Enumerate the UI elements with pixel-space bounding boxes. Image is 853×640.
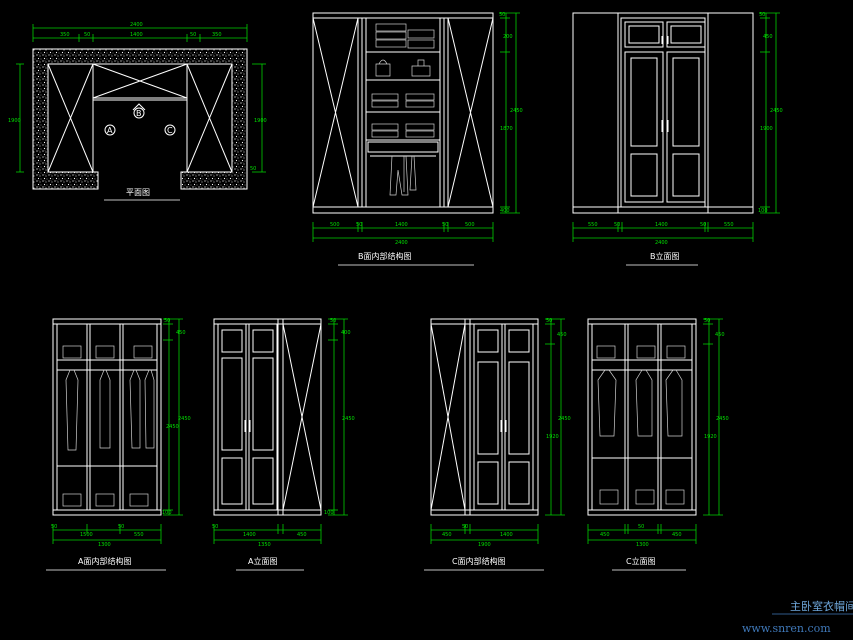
c-section-dim-3: 1400 xyxy=(500,532,513,538)
b-section-dim-total: 2400 xyxy=(395,240,408,246)
c-section-dim-total: 1900 xyxy=(478,542,491,548)
b-elev-dim-3: 1400 xyxy=(655,222,668,228)
c-elev-dim-total: 1300 xyxy=(636,542,649,548)
b-elevation-view: 550 50 1400 50 550 2400 50 450 2450 1900… xyxy=(572,12,783,266)
a-section-dim-1: 50 xyxy=(51,524,57,530)
plan-dim-right: 1900 xyxy=(254,118,267,124)
a-section-view: 50 1500 50 550 1300 50 450 2450 2450 100… xyxy=(46,318,191,571)
c-section-dim-2: 50 xyxy=(462,524,468,530)
b-elev-dim-4: 50 xyxy=(700,222,706,228)
a-elevation-view: 50 1400 450 1350 50 400 2450 100 A立面图 xyxy=(212,318,355,571)
c-elev-dim-r1: 50 xyxy=(704,318,710,324)
watermark: 主卧室衣帽间 www.snren.com xyxy=(742,599,853,635)
a-section-dim-r4: 2450 xyxy=(166,424,179,430)
b-elevation-title: B立面图 xyxy=(650,251,680,261)
a-elev-dim-2: 1400 xyxy=(243,532,256,538)
b-section-dim-5: 500 xyxy=(465,222,475,228)
b-elev-dim-5: 550 xyxy=(724,222,734,228)
c-section-dim-r2: 450 xyxy=(557,332,567,338)
plan-wall xyxy=(32,48,248,190)
a-elev-dim-r2: 400 xyxy=(341,330,351,336)
b-elev-dim-r2: 450 xyxy=(763,34,773,40)
c-elevation-title: C立面图 xyxy=(626,556,656,566)
watermark-site: www.snren.com xyxy=(742,622,831,635)
a-section-dim-r5: 100 xyxy=(162,510,172,516)
b-elev-dim-r5: 100 xyxy=(758,208,768,214)
b-section-dim-r4: 1870 xyxy=(500,126,513,132)
a-section-dim-2: 1500 xyxy=(80,532,93,538)
c-elev-dim-r2: 450 xyxy=(715,332,725,338)
b-elev-dim-total: 2400 xyxy=(655,240,668,246)
b-elev-dim-1: 550 xyxy=(588,222,598,228)
c-elev-dim-3: 450 xyxy=(672,532,682,538)
watermark-caption: 主卧室衣帽间 xyxy=(790,599,853,613)
b-elev-dim-r4: 1900 xyxy=(760,126,773,132)
a-elev-dim-r1: 50 xyxy=(330,318,336,324)
plan-view: A B C 2400 350 50 1400 50 350 1900 1900 … xyxy=(8,22,267,201)
a-elev-dim-total: 1350 xyxy=(258,542,271,548)
marker-a: A xyxy=(107,126,113,135)
b-section-title: B面内部结构图 xyxy=(358,251,412,261)
c-elev-dim-r3: 2450 xyxy=(716,416,729,422)
plan-dim-3: 1400 xyxy=(130,32,143,38)
c-section-dim-1: 450 xyxy=(442,532,452,538)
c-section-dim-r1: 50 xyxy=(546,318,552,324)
a-section-dim-4: 550 xyxy=(134,532,144,538)
plan-dim-2: 50 xyxy=(84,32,90,38)
a-section-dim-3: 50 xyxy=(118,524,124,530)
b-section-dim-1: 500 xyxy=(330,222,340,228)
b-section-dim-2: 50 xyxy=(356,222,362,228)
b-section-dim-r5: 400 xyxy=(500,208,510,214)
a-section-title: A面内部结构图 xyxy=(78,556,131,566)
marker-c: C xyxy=(167,126,173,135)
b-section-dim-r2: 200 xyxy=(503,34,513,40)
b-elev-dim-r3: 2450 xyxy=(770,108,783,114)
a-section-dim-r1: 50 xyxy=(164,318,170,324)
b-section-view: 500 50 1400 50 500 2400 50 200 2450 1870… xyxy=(312,12,523,266)
b-elev-dim-r1: 50 xyxy=(759,12,765,18)
a-section-dim-r2: 450 xyxy=(176,330,186,336)
c-section-dim-r4: 1920 xyxy=(546,434,559,440)
c-section-title: C面内部结构图 xyxy=(452,556,506,566)
plan-dim-total: 2400 xyxy=(130,22,143,28)
c-elev-dim-2: 50 xyxy=(638,524,644,530)
a-section-dim-total: 1300 xyxy=(98,542,111,548)
c-section-view: 450 50 1400 1900 50 450 2450 1920 C面内部结构… xyxy=(424,318,571,571)
a-elev-dim-r4: 100 xyxy=(324,510,334,516)
a-elevation-title: A立面图 xyxy=(248,556,277,566)
b-section-dim-4: 50 xyxy=(442,222,448,228)
b-elev-dim-2: 50 xyxy=(614,222,620,228)
b-section-dim-3: 1400 xyxy=(395,222,408,228)
plan-dim-5: 350 xyxy=(212,32,222,38)
plan-dim-right-2: 50 xyxy=(250,166,256,172)
plan-dim-left: 1900 xyxy=(8,118,21,124)
c-elevation-view: 450 50 450 1300 50 450 2450 1920 C立面图 xyxy=(587,318,729,571)
c-elev-dim-r4: 1920 xyxy=(704,434,717,440)
b-section-dim-r3: 2450 xyxy=(510,108,523,114)
a-elev-dim-r3: 2450 xyxy=(342,416,355,422)
c-section-dim-r3: 2450 xyxy=(558,416,571,422)
a-elev-dim-1: 50 xyxy=(212,524,218,530)
plan-dim-4: 50 xyxy=(190,32,196,38)
a-elev-dim-3: 450 xyxy=(297,532,307,538)
marker-b: B xyxy=(136,109,142,118)
c-elev-dim-1: 450 xyxy=(600,532,610,538)
b-section-dim-r1: 50 xyxy=(499,12,505,18)
plan-title: 平面图 xyxy=(126,188,150,197)
plan-dim-1: 350 xyxy=(60,32,70,38)
a-section-dim-r3: 2450 xyxy=(178,416,191,422)
